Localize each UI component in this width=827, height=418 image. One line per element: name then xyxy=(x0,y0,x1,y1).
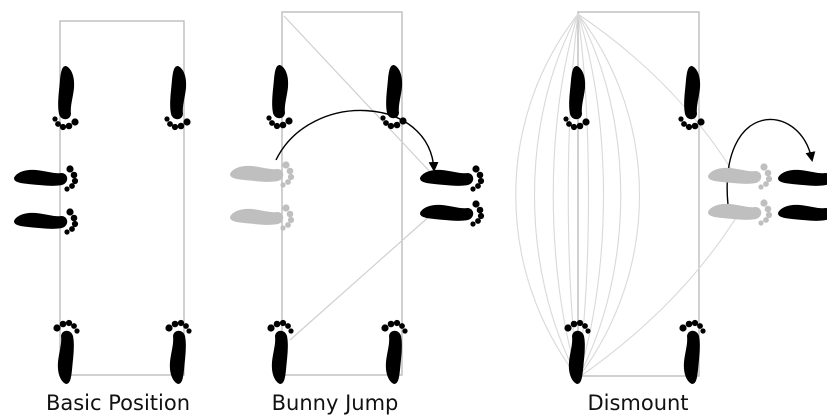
footprint-icon xyxy=(266,65,293,130)
footprint-icon xyxy=(708,199,773,226)
footprint-icon xyxy=(778,165,827,192)
panel-bunny-jump: Bunny Jump xyxy=(230,11,485,415)
trajectory-line xyxy=(577,13,640,379)
panel-dismount: Dismount xyxy=(515,11,827,415)
footprint-icon xyxy=(420,165,485,192)
footprint-icon xyxy=(230,161,295,188)
footprint-icon xyxy=(678,66,705,131)
footprint-icon xyxy=(708,163,773,190)
panel-caption: Dismount xyxy=(587,391,688,415)
arrow-icon xyxy=(275,109,439,172)
trajectory-line xyxy=(577,13,590,379)
trajectory-line xyxy=(577,211,741,379)
footprint-icon xyxy=(679,319,706,384)
footprint-icon xyxy=(778,200,827,227)
footprint-icon xyxy=(14,208,79,235)
trajectory-line xyxy=(283,15,433,175)
arrow-icon xyxy=(726,118,816,206)
trajectory-line xyxy=(289,213,433,341)
trampoline-outline xyxy=(281,11,403,376)
trajectory-line xyxy=(577,13,622,379)
footprint-icon xyxy=(164,66,191,131)
trajectory-line xyxy=(515,13,579,379)
trampoline-outline xyxy=(577,11,700,377)
panel-caption: Bunny Jump xyxy=(272,391,399,415)
panel-basic-position: Basic Position xyxy=(14,20,192,415)
footprint-icon xyxy=(52,66,79,131)
trampoline-outline xyxy=(59,20,185,376)
trajectory-line xyxy=(533,13,579,379)
footprint-icon xyxy=(14,165,79,192)
panel-caption: Basic Position xyxy=(46,391,190,415)
trajectory-line xyxy=(552,13,579,379)
footprint-icon xyxy=(420,200,485,227)
footprint-icon xyxy=(230,204,295,231)
